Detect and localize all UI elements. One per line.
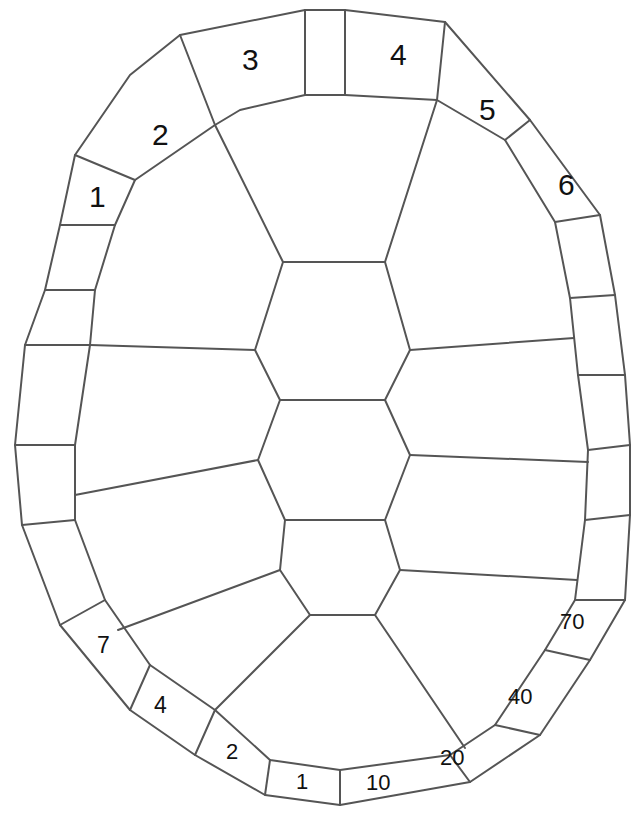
callout-number: 2 — [226, 741, 238, 763]
callout-number: 4 — [390, 40, 407, 70]
callout-number: 70 — [560, 611, 584, 633]
callout-number: 2 — [152, 120, 169, 150]
callout-number: 40 — [508, 686, 532, 708]
marginal-inner-edge — [75, 95, 588, 770]
marginal-dividers — [15, 10, 630, 805]
callout-number: 3 — [242, 45, 259, 75]
callout-number: 7 — [97, 634, 110, 657]
shell-outline — [15, 10, 630, 805]
callout-number: 20 — [440, 747, 464, 769]
callout-number: 1 — [296, 771, 308, 793]
central-scutes — [75, 100, 588, 748]
callout-number: 1 — [89, 182, 106, 212]
callout-number: 10 — [366, 772, 390, 794]
callout-number: 5 — [479, 95, 496, 125]
callout-number: 4 — [154, 694, 167, 717]
callout-number: 6 — [558, 170, 575, 200]
